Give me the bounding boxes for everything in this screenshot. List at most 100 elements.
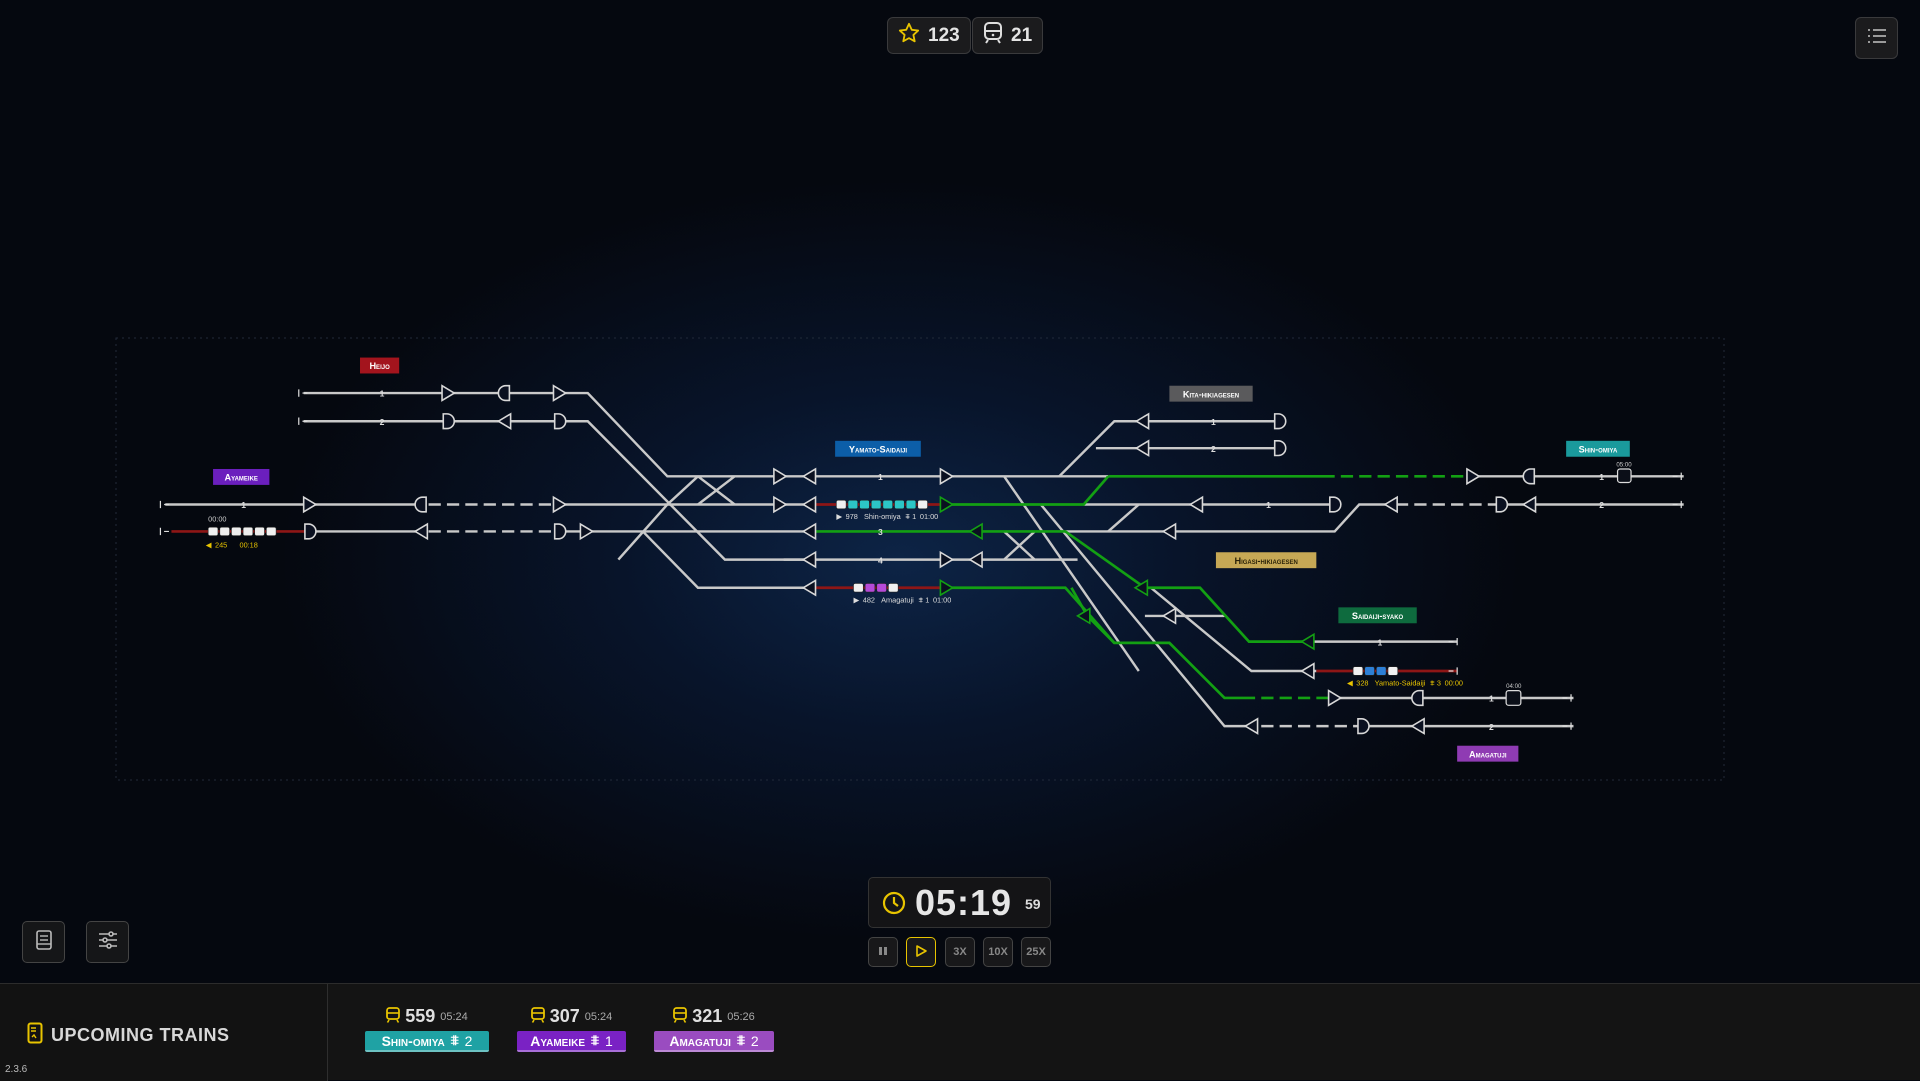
signal-icon[interactable] (801, 579, 817, 597)
upcoming-title: UPCOMING TRAINS (27, 1022, 230, 1049)
station-name: Kita-hikiagesen (1183, 389, 1239, 399)
signal-icon[interactable] (968, 550, 983, 569)
train-car (219, 526, 230, 537)
train[interactable] (207, 526, 277, 537)
signal-icon[interactable] (1300, 662, 1315, 680)
shunt-signal-icon[interactable] (442, 413, 456, 430)
shunt-signal-icon[interactable] (414, 496, 427, 513)
track-segment (1003, 530, 1036, 561)
train-arrow-left-icon: ◀ (1347, 679, 1353, 688)
signal-icon[interactable] (1134, 439, 1150, 457)
signal-icon[interactable] (552, 495, 568, 514)
depot-amagatuji[interactable]: 04:00 (1505, 683, 1522, 706)
document-icon (27, 1022, 43, 1049)
signal-icon[interactable] (801, 495, 817, 514)
upcoming-train-item[interactable]: 321 05:26 Amagatuji ⩨ 2 (654, 1006, 774, 1052)
platform-icon: ⩨ (919, 595, 923, 604)
signal-icon[interactable] (441, 384, 456, 402)
signal-icon[interactable] (1243, 717, 1259, 735)
signal-icon[interactable] (801, 550, 817, 569)
shunt-signal-icon[interactable] (1411, 689, 1424, 707)
signal-icon[interactable] (552, 384, 568, 402)
shunt-signal-icon[interactable] (553, 523, 567, 540)
signal-icon[interactable] (1466, 467, 1481, 486)
signal-icon[interactable] (968, 522, 983, 541)
station-label-heijo[interactable]: Heijo (360, 357, 400, 374)
train[interactable] (836, 499, 928, 510)
train[interactable] (853, 583, 899, 593)
upcoming-train-number: 321 (692, 1006, 723, 1026)
station-label-kita-hikiagesen[interactable]: Kita-hikiagesen (1169, 385, 1253, 402)
signal-icon[interactable] (496, 412, 512, 430)
station-label-shin-omiya[interactable]: Shin-omiya (1566, 440, 1630, 457)
train-time: 00:00 (1445, 679, 1463, 688)
upcoming-train-time: 05:24 (584, 1010, 613, 1023)
signal-icon[interactable] (801, 522, 817, 541)
signal-icon[interactable] (1076, 607, 1091, 625)
signal-icon[interactable] (939, 467, 955, 486)
signal-icon[interactable] (1134, 412, 1150, 430)
speed-25x-button[interactable]: 25X (1021, 937, 1051, 967)
upcoming-train-item[interactable]: 559 05:24 Shin-omiya ⩨ 2 (365, 1006, 489, 1052)
signal-icon[interactable] (413, 522, 429, 541)
shunt-signal-icon[interactable] (1329, 496, 1342, 513)
signal-icon[interactable] (939, 579, 955, 597)
signal-icon[interactable] (1300, 632, 1315, 651)
signal-icon[interactable] (939, 495, 955, 514)
track-end-icon (159, 500, 169, 509)
signal-icon[interactable] (1161, 522, 1177, 541)
track-segment (697, 475, 736, 506)
shunt-signal-icon[interactable] (1273, 440, 1287, 457)
signal-icon[interactable] (1188, 495, 1204, 514)
timetable-button[interactable] (22, 921, 65, 963)
signal-icon[interactable] (1521, 495, 1537, 514)
signal-icon[interactable] (302, 495, 318, 514)
track-segment (1107, 503, 1140, 533)
upcoming-train-item[interactable]: 307 05:24 Ayameike ⩨ 1 (517, 1006, 626, 1052)
train-car (905, 499, 917, 510)
signal-icon[interactable] (939, 550, 955, 569)
shunt-signal-icon[interactable] (553, 413, 567, 430)
shunt-signal-icon[interactable] (1357, 717, 1370, 735)
signal-icon[interactable] (1161, 607, 1177, 625)
signal-icon[interactable] (801, 467, 817, 486)
score-badge: 123 (887, 17, 971, 54)
station-label-higasi-hikiagesen[interactable]: Higasi-hikiagesen (1215, 552, 1317, 569)
signal-icon[interactable] (1383, 495, 1398, 514)
speed-10x-button[interactable]: 10X (983, 937, 1013, 967)
train-destination: Yamato-Saidaiji (1375, 679, 1426, 688)
signal-icon[interactable] (579, 522, 595, 541)
signal-icon[interactable] (1410, 717, 1425, 735)
station-label-saidaiji-syako[interactable]: Saidaiji-syako (1338, 607, 1417, 624)
track-segment (1150, 586, 1317, 673)
shunt-signal-icon[interactable] (304, 523, 317, 540)
speed-3x-button[interactable]: 3X (945, 937, 975, 967)
shunt-signal-icon[interactable] (1495, 496, 1509, 513)
track-number: 4 (878, 555, 883, 565)
play-button[interactable] (906, 937, 936, 967)
settings-button[interactable] (86, 921, 129, 963)
track-end-icon (298, 417, 308, 425)
train-destination: Amagatuji (881, 595, 914, 604)
pause-button[interactable] (868, 937, 898, 967)
menu-button[interactable] (1855, 17, 1898, 59)
signal-icon[interactable] (1327, 689, 1343, 707)
station-label-ayameike[interactable]: Ayameike (213, 468, 270, 485)
train[interactable] (1352, 666, 1399, 676)
shunt-signal-icon[interactable] (1522, 468, 1536, 485)
train-id: 978 (846, 512, 858, 521)
track-number: 2 (380, 417, 385, 427)
platform-number: 2 (464, 1032, 473, 1049)
signal-icon[interactable] (773, 467, 788, 486)
station-label-amagatuji[interactable]: Amagatuji (1457, 745, 1519, 762)
route-segment (948, 475, 1110, 506)
shunt-signal-icon[interactable] (1273, 413, 1287, 430)
shunt-signal-icon[interactable] (497, 384, 511, 402)
signal-icon[interactable] (1133, 579, 1149, 597)
depot-shin-omiya[interactable]: 05:00 (1616, 462, 1632, 484)
track-number: 1 (1266, 500, 1271, 510)
station-label-yamato-saidaiji[interactable]: Yamato-Saidaiji (835, 440, 921, 457)
signal-icon[interactable] (773, 495, 788, 514)
upcoming-train-destination: Ayameike ⩨ 1 (517, 1031, 626, 1052)
